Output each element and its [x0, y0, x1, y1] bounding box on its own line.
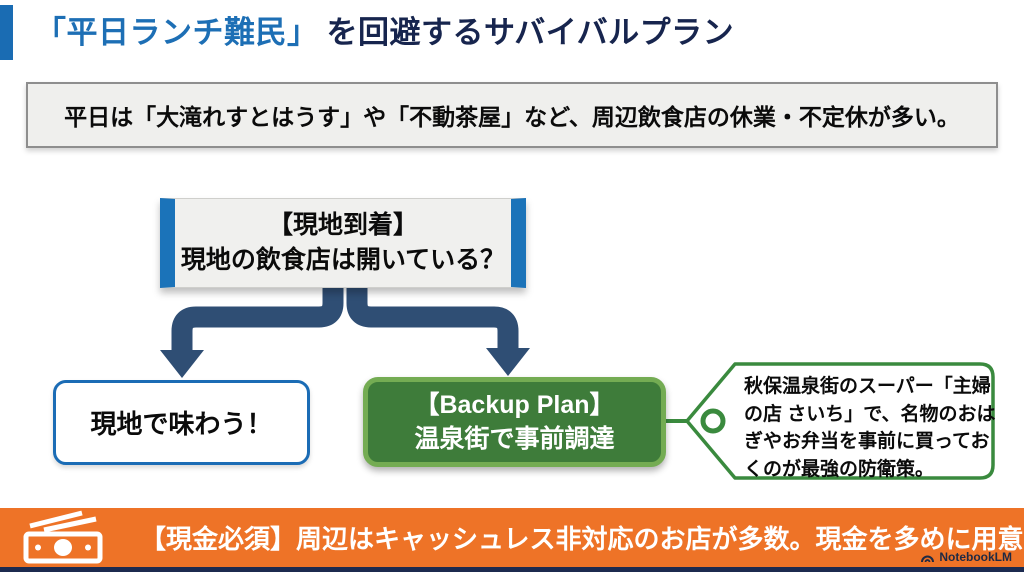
callout-line-2: の店 さいち」で、名物のおは [744, 403, 996, 425]
notebooklm-icon [921, 555, 935, 562]
arrow-left-head [160, 350, 204, 378]
footer-bar: 【現金必須】周辺はキャッシュレス非対応のお店が多数。現金を多めに用意すること。 … [0, 508, 1024, 567]
cash-icon [23, 510, 103, 564]
page-title-highlight: 「平日ランチ難民」 [35, 15, 319, 50]
callout-line-1: 秋保温泉街のスーパー「主婦 [744, 376, 991, 397]
footer-warning-text: 【現金必須】周辺はキャッシュレス非対応のお店が多数。現金を多めに用意すること。 [140, 524, 1024, 554]
arrow-right-head [486, 348, 530, 376]
option-backup-plan-box: 【Backup Plan】 温泉街で事前調達 [363, 377, 666, 467]
brand-watermark: NotebookLM [920, 550, 1012, 564]
callout-tag-hole [700, 408, 726, 434]
problem-banner: 平日は「大滝れすとはうす」や「不動茶屋」など、周辺飲食店の休業・不定休が多い。 [26, 82, 998, 148]
callout-line-3: ぎやお弁当を事前に買ってお [744, 431, 990, 452]
decision-box: 【現地到着】 現地の飲食店は開いている？ [160, 198, 526, 288]
callout-tag-text: 秋保温泉街のスーパー「主婦 の店 さいち」で、名物のおは ぎやお弁当を事前に買っ… [744, 373, 996, 483]
page-title: 「平日ランチ難民」を回避するサバイバルプラン [35, 11, 734, 55]
arrow-right [346, 287, 530, 376]
option-eat-local-label: 現地で味わう！ [90, 409, 273, 439]
decision-line-2: 現地の飲食店は開いている？ [180, 246, 506, 274]
bottom-accent-strip [0, 567, 1024, 572]
backup-plan-line-2: 温泉街で事前調達 [414, 425, 615, 453]
title-accent-bar [0, 5, 13, 60]
backup-plan-line-1: 【Backup Plan】 [414, 391, 615, 419]
problem-banner-text: 平日は「大滝れすとはうす」や「不動茶屋」など、周辺飲食店の休業・不定休が多い。 [64, 104, 960, 130]
decision-line-1: 【現地到着】 [267, 211, 418, 239]
brand-label: NotebookLM [939, 550, 1012, 564]
callout-line-4: くのが最強の防衛策。 [744, 458, 935, 480]
arrow-left [160, 287, 344, 378]
option-eat-local-box: 現地で味わう！ [53, 380, 310, 465]
page-title-rest: を回避するサバイバルプラン [326, 15, 735, 50]
